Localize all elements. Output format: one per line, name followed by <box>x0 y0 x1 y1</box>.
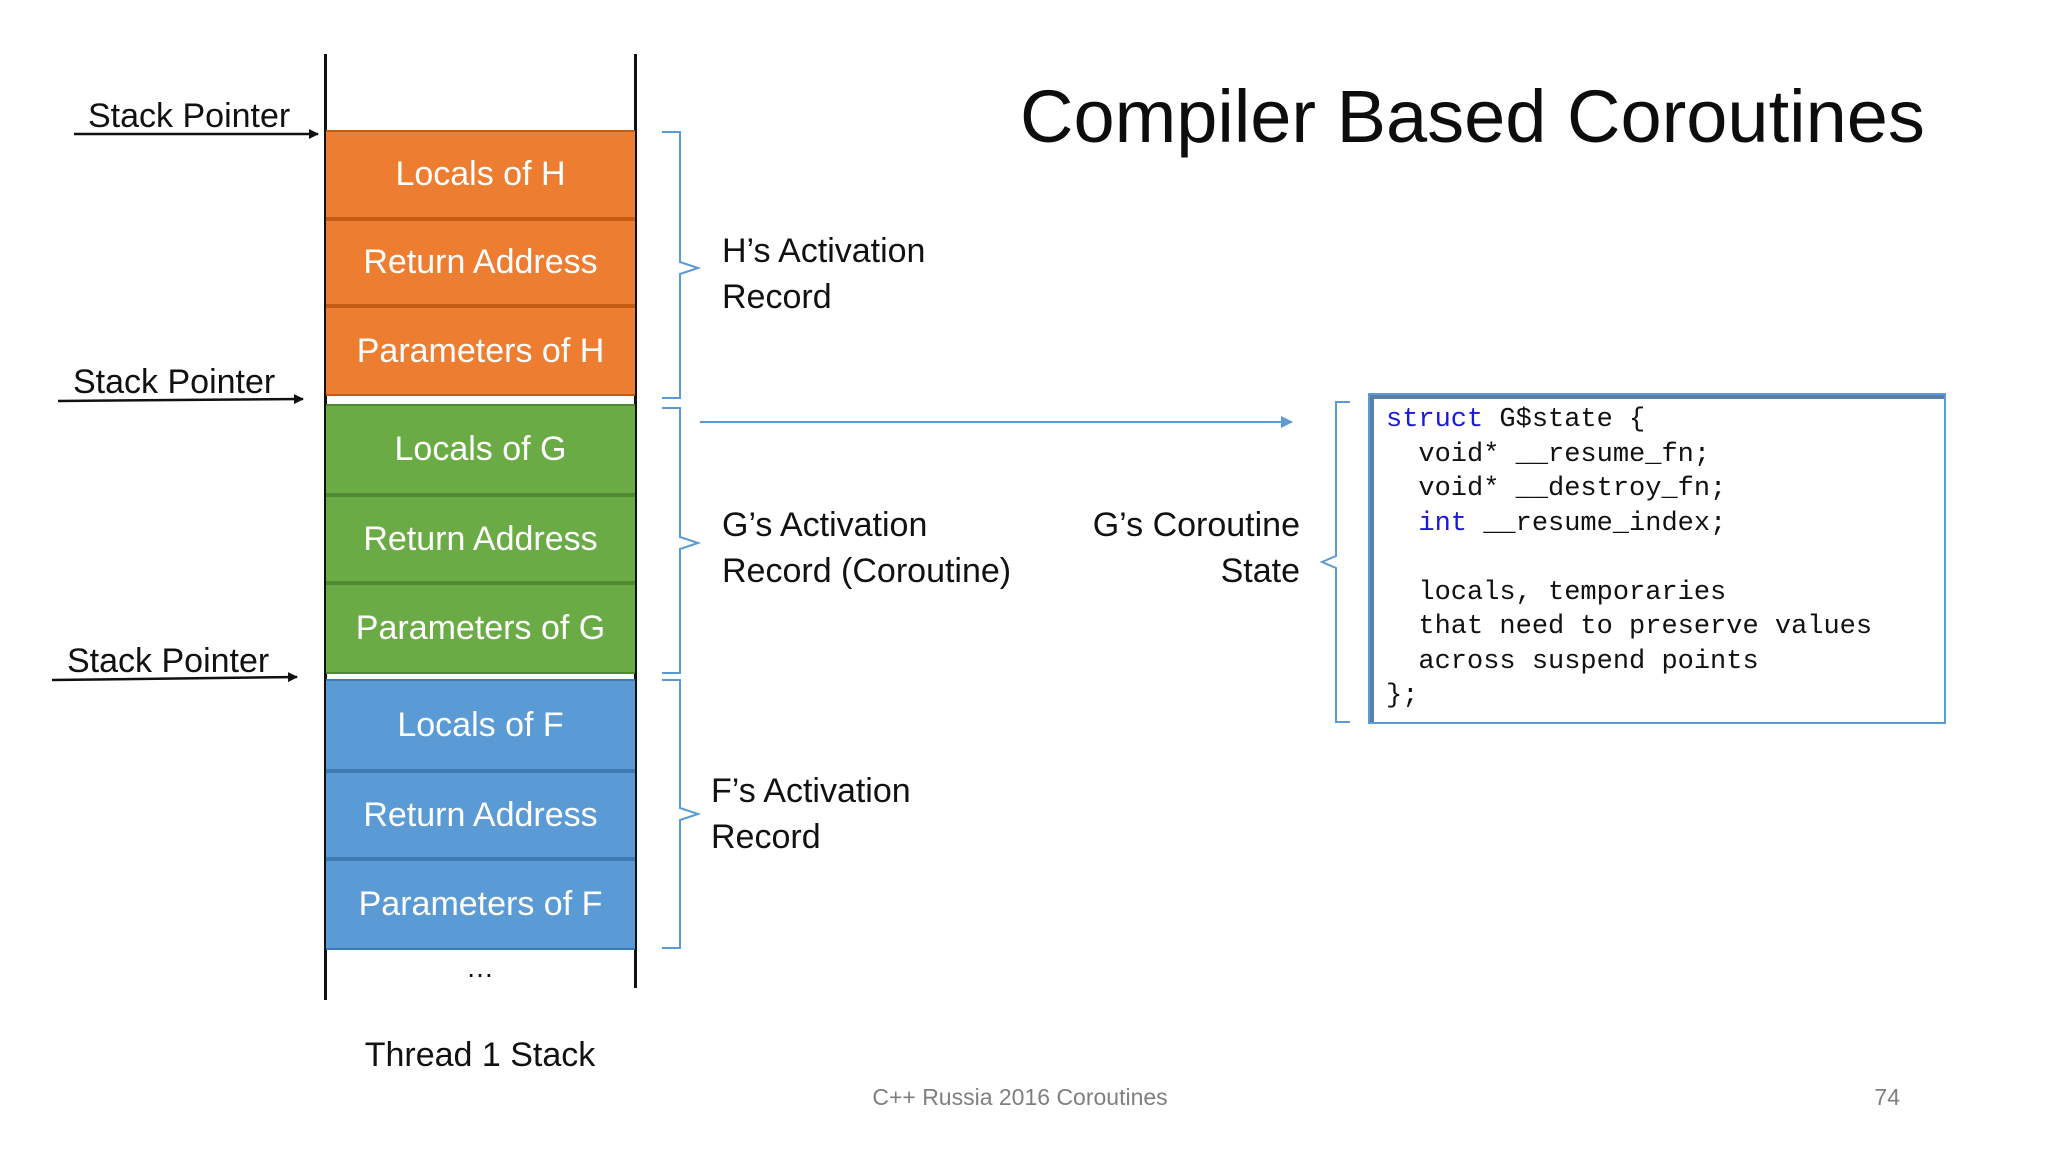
f-record-brace <box>662 679 702 949</box>
stack-ellipsis: … <box>466 952 494 983</box>
code-line-9: }; <box>1386 681 1419 711</box>
stack-left-wall <box>324 54 327 1000</box>
stack-pointer-arrow-g <box>57 394 304 405</box>
stack-frame-locals-h: Locals of H <box>326 130 635 219</box>
stack-frame-locals-f: Locals of F <box>326 679 635 771</box>
coroutine-state-line1: G’s Coroutine <box>1092 506 1300 544</box>
stack-right-wall <box>634 54 637 988</box>
h-record-line1: H’s Activation <box>722 232 926 270</box>
code-keyword-int: int <box>1418 508 1468 539</box>
page-number: 74 <box>1874 1084 1900 1110</box>
h-record-brace <box>662 131 702 399</box>
code-line-4-rest: __resume_index; <box>1467 508 1727 539</box>
g-record-line1: G’s Activation <box>722 506 928 544</box>
stack-frame-return-address-f: Return Address <box>326 771 635 859</box>
code-line-2: void* __resume_fn; <box>1386 439 1711 470</box>
stack-frame-parameters-h: Parameters of H <box>326 306 635 396</box>
code-keyword-struct: struct <box>1386 405 1484 435</box>
stack-pointer-label-g: Stack Pointer <box>73 363 276 401</box>
code-line-1: struct G$state { <box>1386 403 1932 438</box>
stack-pointer-label-f: Stack Pointer <box>67 642 270 680</box>
code-line-7: that need to preserve values <box>1386 612 1873 642</box>
stack-frame-locals-g: Locals of G <box>326 404 635 495</box>
code-line-1-rest: G$state { <box>1483 405 1646 435</box>
stack-pointer-label-h: Stack Pointer <box>88 97 291 135</box>
coroutine-state-line2: State <box>1220 552 1300 590</box>
code-line-4: int __resume_index; <box>1386 507 1932 542</box>
h-record-line2: Record <box>722 278 832 316</box>
g-record-line2: Record (Coroutine) <box>722 552 1012 590</box>
slide-title: Compiler Based Coroutines <box>1020 75 1925 158</box>
stack-frame-parameters-f: Parameters of F <box>326 859 635 950</box>
coroutine-state-brace <box>1319 401 1350 723</box>
coroutine-state-label: G’s Coroutine State <box>1040 502 1300 594</box>
stack-frame-return-address-h: Return Address <box>326 219 635 306</box>
coroutine-state-code-box: struct G$state { void* __resume_fn; void… <box>1368 393 1946 724</box>
f-record-line2: Record <box>711 818 821 856</box>
slide-footer: C++ Russia 2016 Coroutines <box>872 1084 1168 1110</box>
h-activation-record-label: H’s Activation Record <box>722 228 925 320</box>
stack-caption: Thread 1 Stack <box>364 1036 596 1074</box>
f-activation-record-label: F’s Activation Record <box>711 768 911 860</box>
f-record-line1: F’s Activation <box>711 772 911 810</box>
code-line-8: across suspend points <box>1386 646 1759 677</box>
g-record-brace <box>662 407 702 674</box>
code-line-3: void* __destroy_fn; <box>1386 474 1727 504</box>
stack-pointer-arrow-f <box>51 672 298 683</box>
code-line-6: locals, temporaries <box>1386 577 1727 608</box>
stack-frame-return-address-g: Return Address <box>326 495 635 583</box>
g-activation-record-label: G’s Activation Record (Coroutine) <box>722 502 1011 594</box>
stack-frame-parameters-g: Parameters of G <box>326 583 635 674</box>
